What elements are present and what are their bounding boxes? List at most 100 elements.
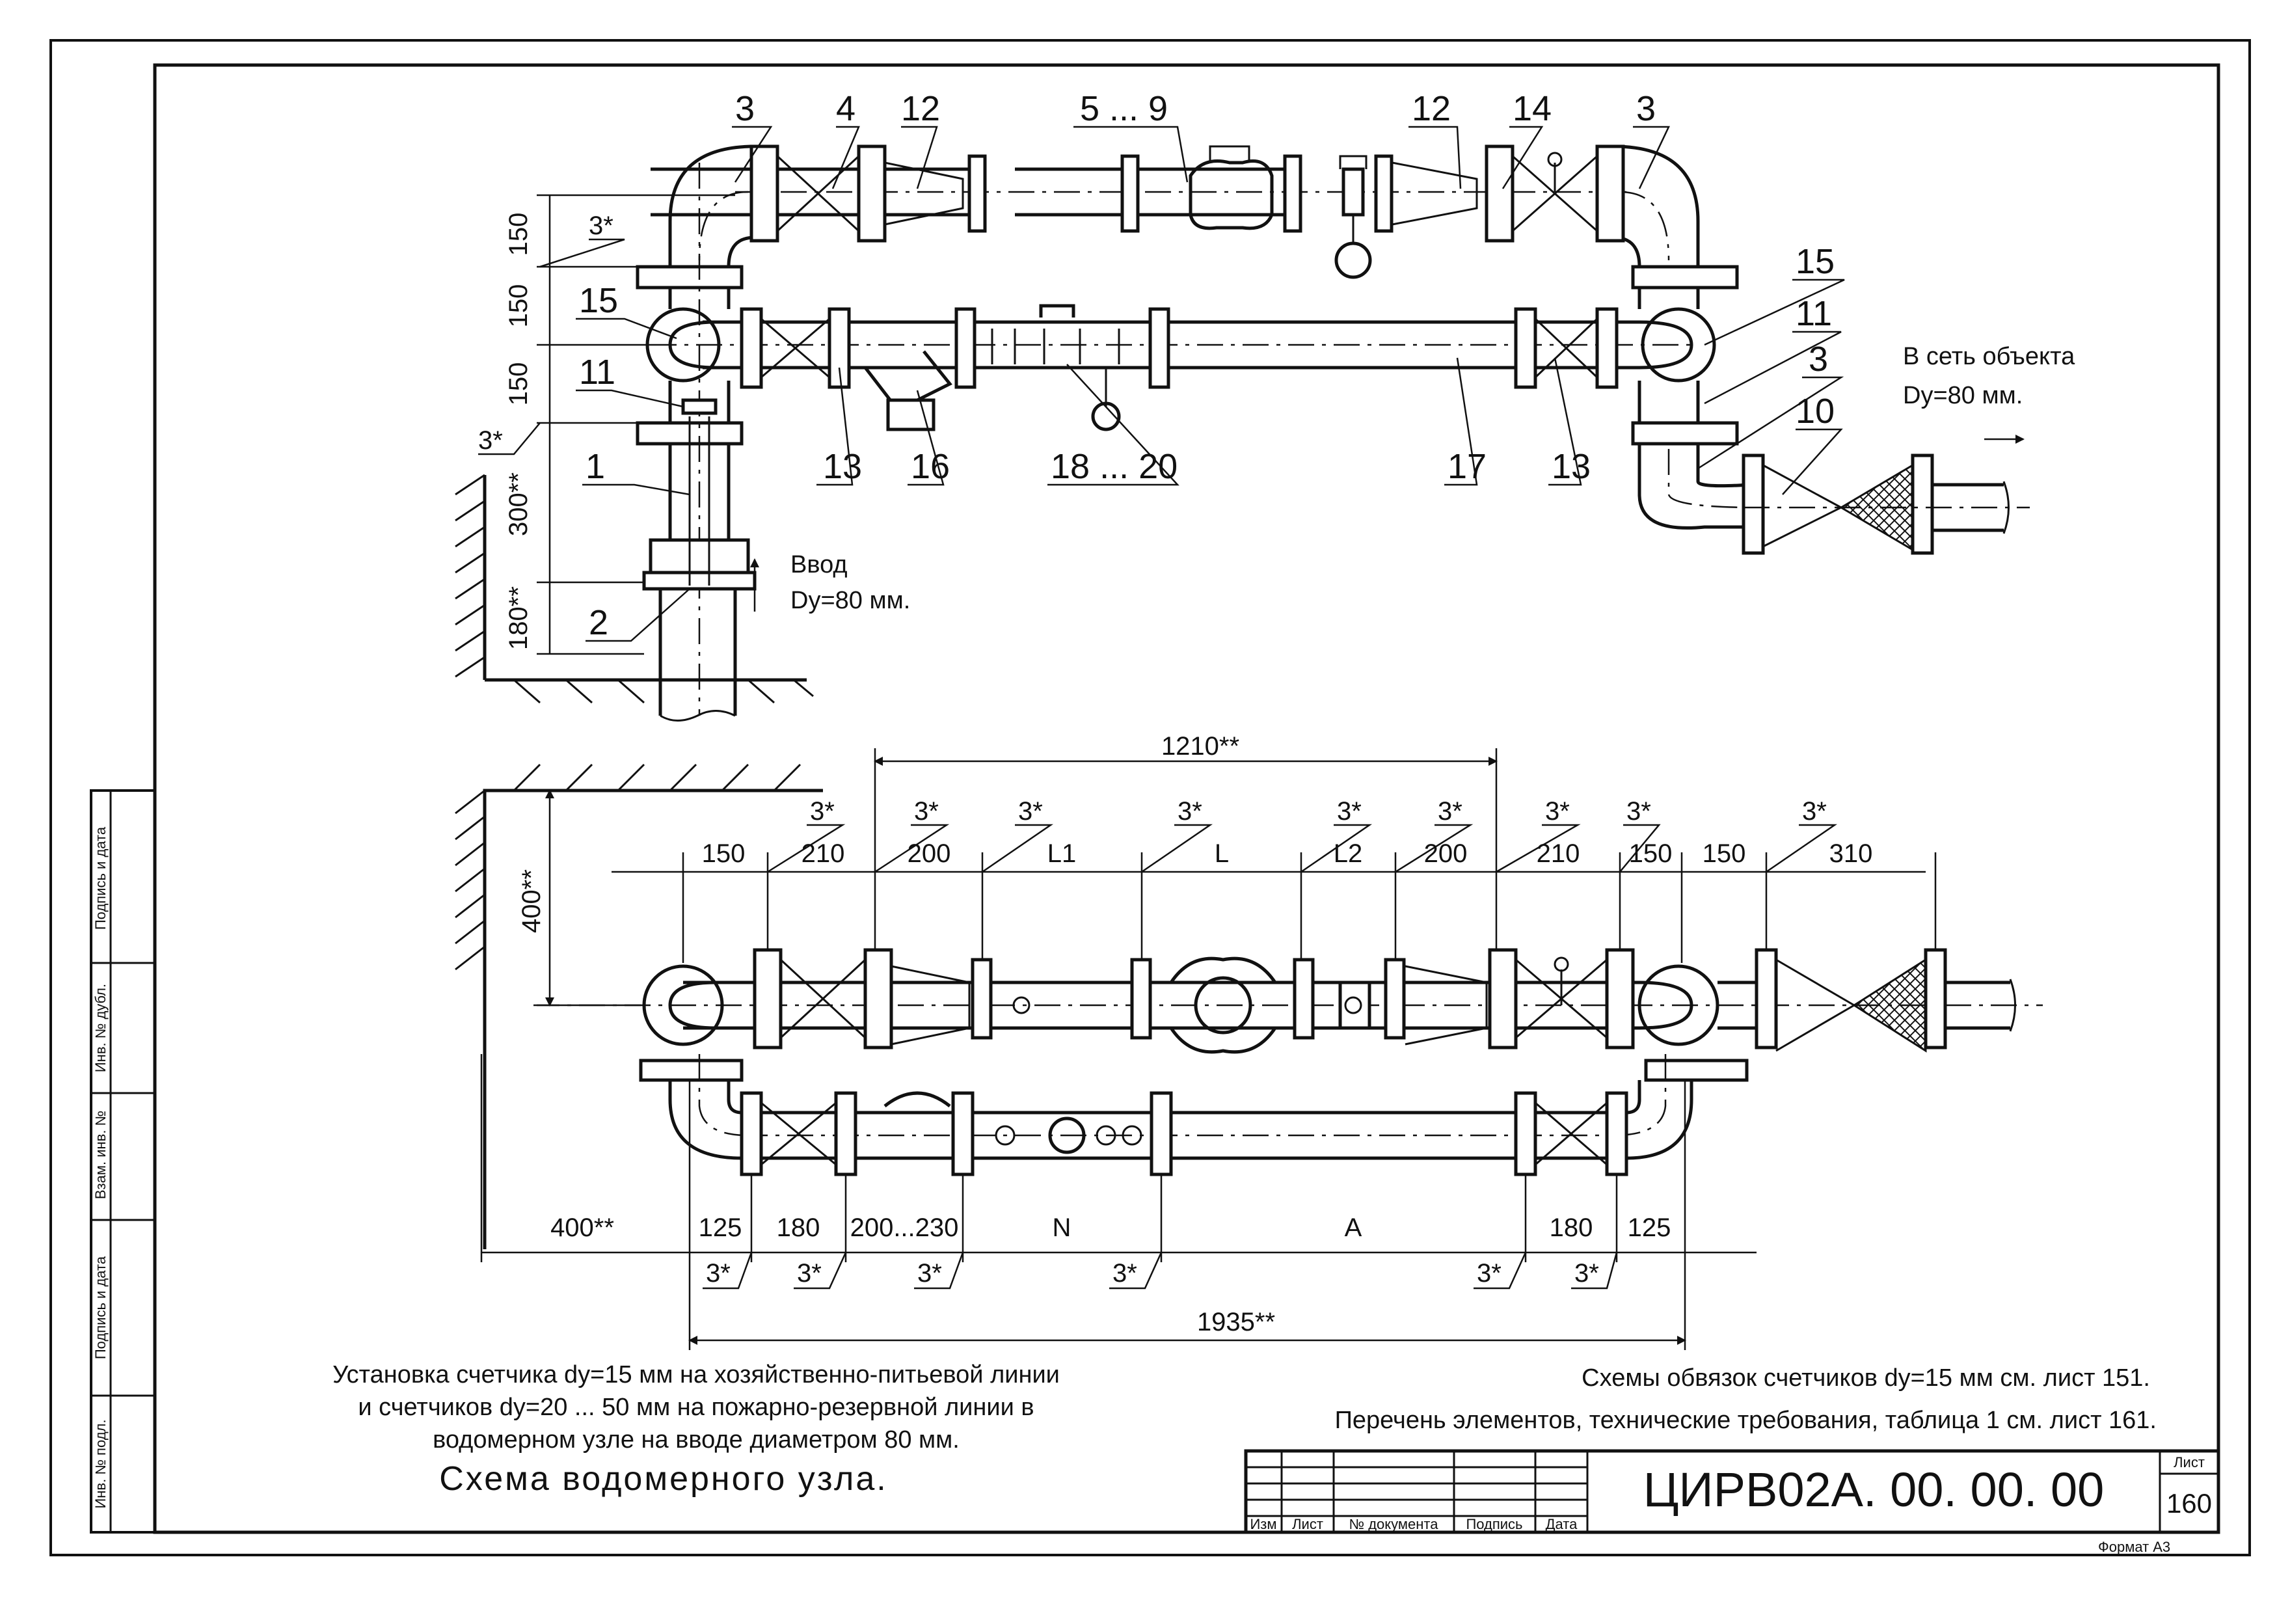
callout-label: 11 [1796, 294, 1832, 333]
overall-bottom-dim: 1935** [1197, 1308, 1275, 1336]
callout-label: 15 [1796, 242, 1835, 281]
callout-label: 10 [1796, 392, 1835, 431]
stamp-field: Подпись и дата [92, 1256, 109, 1359]
dim-mark: 3* [1802, 797, 1827, 826]
callout-label: 18 ... 20 [1051, 447, 1178, 486]
callout-label: 15 [579, 281, 618, 320]
dim-mark: 3* [1545, 797, 1570, 826]
callout-label: 16 [911, 447, 950, 486]
callout-label: 12 [901, 89, 940, 128]
dim-text: 200 [908, 839, 951, 868]
stamp-field: Подпись и дата [92, 826, 109, 930]
drawing-title: Схема водомерного узла. [439, 1460, 887, 1498]
tb-col-izm: Изм [1250, 1516, 1276, 1532]
note-right-line2: Перечень элементов, технические требован… [1335, 1407, 2157, 1434]
dim-mark: 3* [1574, 1259, 1599, 1288]
top-scheme: 150 150 150 300** 180** 3* 3* 3 4 12 5 .… [455, 89, 2075, 722]
dim-mark: 3* [1438, 797, 1462, 826]
bottom-bottom-dims: 400** 125 180 200...230 N A 180 125 [550, 1213, 1671, 1242]
dim-text: L1 [1047, 839, 1077, 868]
dim-text: L2 [1334, 839, 1363, 868]
callout-label: 3 [735, 89, 755, 128]
dim-mark: 3* [478, 426, 503, 455]
dim-mark: 3* [1477, 1259, 1502, 1288]
overall-top-dim: 1210** [1161, 732, 1239, 761]
note-left-line3: водомерном узле на вводе диаметром 80 мм… [433, 1426, 960, 1454]
tb-sheet-number: 160 [2166, 1488, 2212, 1519]
dim-text: 180 [777, 1213, 820, 1242]
bottom-top-dims: 150 210 200 L1 L L2 200 210 150 150 310 [702, 839, 1873, 868]
dim-text: 125 [699, 1213, 742, 1242]
callout-label: 14 [1513, 89, 1552, 128]
dim-mark: 3* [706, 1259, 731, 1288]
callout-label: 13 [823, 447, 862, 486]
callout-label: 13 [1552, 447, 1591, 486]
tb-format: Формат А3 [2098, 1539, 2170, 1555]
stamp-field: Инв. № подл. [92, 1419, 109, 1508]
callout-label: 3 [1809, 340, 1828, 379]
tb-col-list: Лист [1292, 1516, 1323, 1532]
dim-text: 200 [1424, 839, 1468, 868]
dim-text: 200...230 [850, 1213, 959, 1242]
dim-mark: 3* [1626, 797, 1651, 826]
dim-mark: 3* [914, 797, 939, 826]
wall-offset-dim: 400** [517, 869, 546, 933]
tb-designation: ЦИРВ02А. 00. 00. 00 [1643, 1463, 2105, 1517]
dim-mark: 3* [1337, 797, 1362, 826]
dim-mark: 3* [917, 1259, 942, 1288]
bottom-top-marks: 3* 3* 3* 3* 3* 3* 3* 3* 3* [810, 797, 1827, 826]
stamp-field: Взам. инв. № [92, 1111, 109, 1199]
top-vertical-dims: 150 150 150 300** 180** [504, 213, 533, 650]
outer-frame [49, 39, 2251, 1556]
top-callouts: 3 4 12 5 ... 9 12 14 3 15 11 3 10 15 11 … [579, 89, 1835, 642]
dim-text: 400** [550, 1213, 614, 1242]
dim-text: 125 [1628, 1213, 1671, 1242]
dim-text: L [1215, 839, 1229, 868]
dim-text: 300** [504, 472, 533, 536]
inlet-label: Ввод [790, 551, 848, 578]
inlet-dy: Dy=80 мм. [790, 587, 910, 614]
dim-text: N [1053, 1213, 1071, 1242]
callout-label: 1 [586, 447, 605, 486]
dim-text: 150 [504, 213, 533, 256]
note-left-line1: Установка счетчика dy=15 мм на хозяйстве… [332, 1361, 1060, 1388]
dim-mark: 3* [810, 797, 835, 826]
title-block: Изм Лист № документа Подпись Дата ЦИРВ02… [1244, 1449, 2220, 1555]
bottom-scheme: 400** 1210** 150 210 200 L1 L L2 200 210… [455, 732, 2043, 1350]
callout-label: 5 ... 9 [1080, 89, 1168, 128]
note-left-line2: и счетчиков dy=20 ... 50 мм на пожарно-р… [358, 1394, 1034, 1421]
stamp-field: Инв. № дубл. [92, 984, 109, 1072]
dim-text: 180 [1550, 1213, 1593, 1242]
dim-text: 210 [1537, 839, 1580, 868]
dim-mark: 3* [1178, 797, 1202, 826]
side-stamp: Подпись и дата Инв. № дубл. Взам. инв. №… [90, 789, 156, 1534]
dim-text: 180** [504, 586, 533, 650]
tb-col-date: Дата [1546, 1516, 1578, 1532]
callout-label: 3 [1636, 89, 1656, 128]
outlet-label: В сеть объекта [1903, 343, 2075, 370]
tb-sheet-label: Лист [2174, 1454, 2205, 1470]
callout-label: 17 [1448, 447, 1487, 486]
dim-text: 310 [1829, 839, 1873, 868]
dim-text: 150 [702, 839, 746, 868]
notes: Установка счетчика dy=15 мм на хозяйстве… [332, 1361, 2157, 1498]
callout-label: 4 [836, 89, 855, 128]
dim-mark: 3* [1112, 1259, 1137, 1288]
dim-text: 150 [504, 284, 533, 328]
callout-label: 12 [1412, 89, 1451, 128]
dim-mark: 3* [797, 1259, 822, 1288]
tb-col-doc: № документа [1349, 1516, 1439, 1532]
note-right-line1: Схемы обвязок счетчиков dy=15 мм см. лис… [1582, 1364, 2150, 1392]
tb-col-sign: Подпись [1466, 1516, 1522, 1532]
outlet-dy: Dy=80 мм. [1903, 382, 2023, 409]
dim-mark: 3* [589, 211, 613, 240]
dim-text: A [1345, 1213, 1362, 1242]
dim-text: 210 [801, 839, 845, 868]
dim-text: 150 [1703, 839, 1746, 868]
dim-text: 150 [504, 362, 533, 406]
callout-label: 11 [579, 353, 615, 392]
callout-label: 2 [589, 603, 608, 642]
bottom-bottom-marks: 3* 3* 3* 3* 3* 3* [706, 1259, 1599, 1288]
dim-mark: 3* [1018, 797, 1043, 826]
